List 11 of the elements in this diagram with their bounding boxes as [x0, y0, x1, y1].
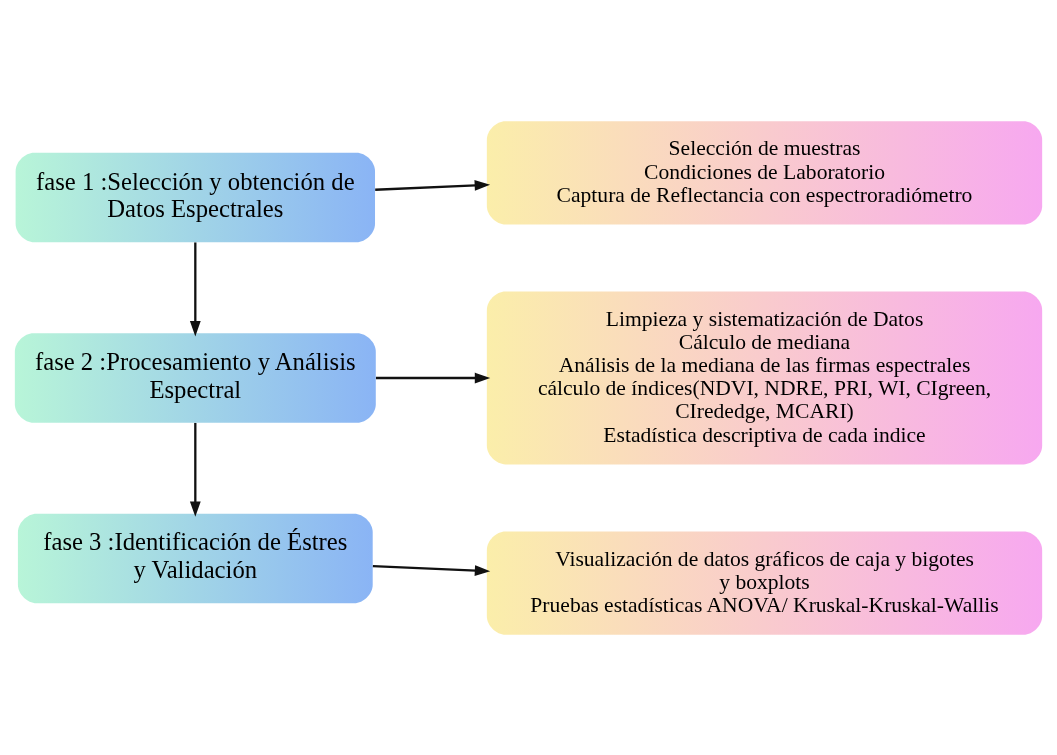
node-box: fase 3 :Identificación de Éstres y Validación	[17, 513, 373, 603]
arrow	[189, 241, 201, 336]
node-box: fase 1 :Selección y obtención de Datos Espectrales	[15, 152, 375, 242]
arrow	[372, 564, 491, 576]
arrow	[376, 372, 491, 383]
node-box: fase 2 :Procesamiento y Análisis Espectral	[14, 332, 376, 423]
arrow	[189, 422, 201, 517]
node-box: Visualización de datos gráficos de caja y bigotes y boxplots Pruebas estadísticas ANOVA/ Kruskal-Kruskal-Wallis	[486, 531, 1043, 635]
node-box: Selección de muestras Condiciones de Laboratorio Captura de Reflectancia con espectroradiómetro	[486, 120, 1043, 224]
arrow	[375, 179, 491, 191]
node-box: Limpieza y sistematización de Datos Cálculo de mediana Análisis de la mediana de las firmas espectrales cálculo de índices(NDVI, NDRE, PRI, WI, CIgreen, CIrededge, MCARI) Estadística descriptiva de cada indice	[486, 291, 1043, 464]
